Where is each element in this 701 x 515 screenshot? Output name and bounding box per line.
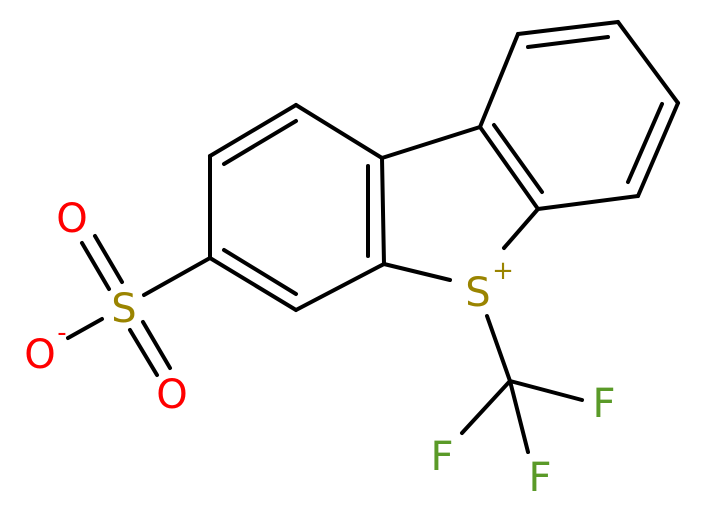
positive-charge: + <box>492 256 514 286</box>
left-benzene-ring <box>208 103 386 312</box>
bond <box>380 125 482 160</box>
bond <box>508 379 530 454</box>
bond-inner <box>492 123 544 194</box>
atom-fluorine-bottom: F <box>528 455 551 501</box>
atom-fluorine-left: F <box>430 434 453 480</box>
bond <box>382 262 452 282</box>
bond-inner <box>526 35 610 49</box>
bond-double <box>80 241 111 291</box>
bond-double <box>128 328 159 377</box>
atom-oxygen-anion: O <box>24 332 55 378</box>
right-benzene-ring <box>478 20 680 211</box>
bond <box>208 256 298 312</box>
bond <box>380 156 386 266</box>
bond <box>616 20 680 105</box>
bond-double <box>93 234 124 284</box>
atom-fluorine-right: F <box>592 381 615 427</box>
bond <box>485 314 512 383</box>
bond <box>142 256 212 297</box>
atom-oxygen-bottom: O <box>156 372 187 418</box>
bond <box>508 379 584 402</box>
bond-double <box>141 320 172 370</box>
bond <box>66 317 104 340</box>
bond <box>502 207 540 250</box>
negative-charge: - <box>57 318 66 348</box>
bond <box>478 32 520 129</box>
central-ring <box>380 125 540 282</box>
bond <box>516 20 620 36</box>
bond <box>294 262 386 312</box>
bond <box>208 103 298 158</box>
bond <box>478 125 540 211</box>
bond <box>636 101 680 198</box>
bond-inner <box>222 248 298 296</box>
atom-sulfur-sulfonate: S <box>111 286 136 332</box>
trifluoromethyl-group <box>460 314 584 454</box>
bond <box>294 103 384 160</box>
atom-oxygen-top: O <box>56 196 87 242</box>
bond-inner <box>626 102 664 184</box>
atom-sulfur-cation: S <box>465 270 490 316</box>
bond <box>536 194 640 211</box>
bond-inner <box>222 119 298 166</box>
sulfonate-group <box>66 234 212 377</box>
bond <box>460 379 512 435</box>
